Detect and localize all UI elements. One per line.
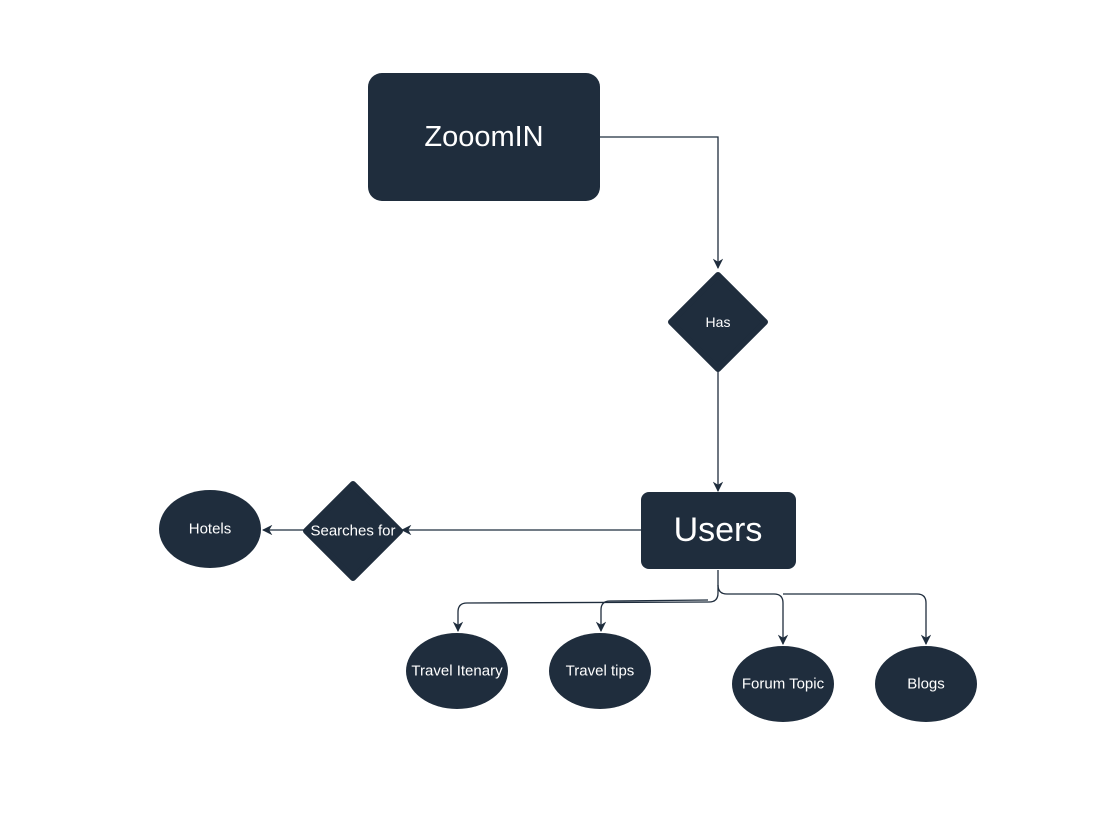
forum-topic-label: Forum Topic	[742, 676, 825, 693]
travel-tips-attribute[interactable]: Travel tips	[549, 633, 651, 709]
has-label: Has	[706, 314, 731, 330]
travel-itenary-label: Travel Itenary	[411, 663, 503, 680]
searches-for-relationship[interactable]: Searches for	[303, 481, 403, 581]
edge-users-to-travel-itenary	[452, 570, 719, 633]
forum-topic-attribute[interactable]: Forum Topic	[732, 646, 834, 722]
edge-users-to-travel-tips	[595, 599, 709, 633]
searches-for-label: Searches for	[310, 523, 395, 540]
edge-users-to-blogs	[783, 593, 932, 646]
users-entity[interactable]: Users	[641, 492, 796, 569]
has-relationship[interactable]: Has	[668, 272, 768, 372]
blogs-label: Blogs	[907, 676, 945, 693]
zooomin-entity[interactable]: ZooomIN	[368, 73, 600, 201]
edge-zooomin-to-has	[600, 136, 724, 270]
blogs-attribute[interactable]: Blogs	[875, 646, 977, 722]
zooomin-label: ZooomIN	[424, 121, 543, 153]
travel-itenary-attribute[interactable]: Travel Itenary	[406, 633, 508, 709]
hotels-label: Hotels	[189, 521, 232, 538]
users-label: Users	[674, 511, 763, 549]
hotels-attribute[interactable]: Hotels	[159, 490, 261, 568]
edge-users-to-forum-topic	[717, 584, 789, 646]
travel-tips-label: Travel tips	[566, 663, 635, 680]
